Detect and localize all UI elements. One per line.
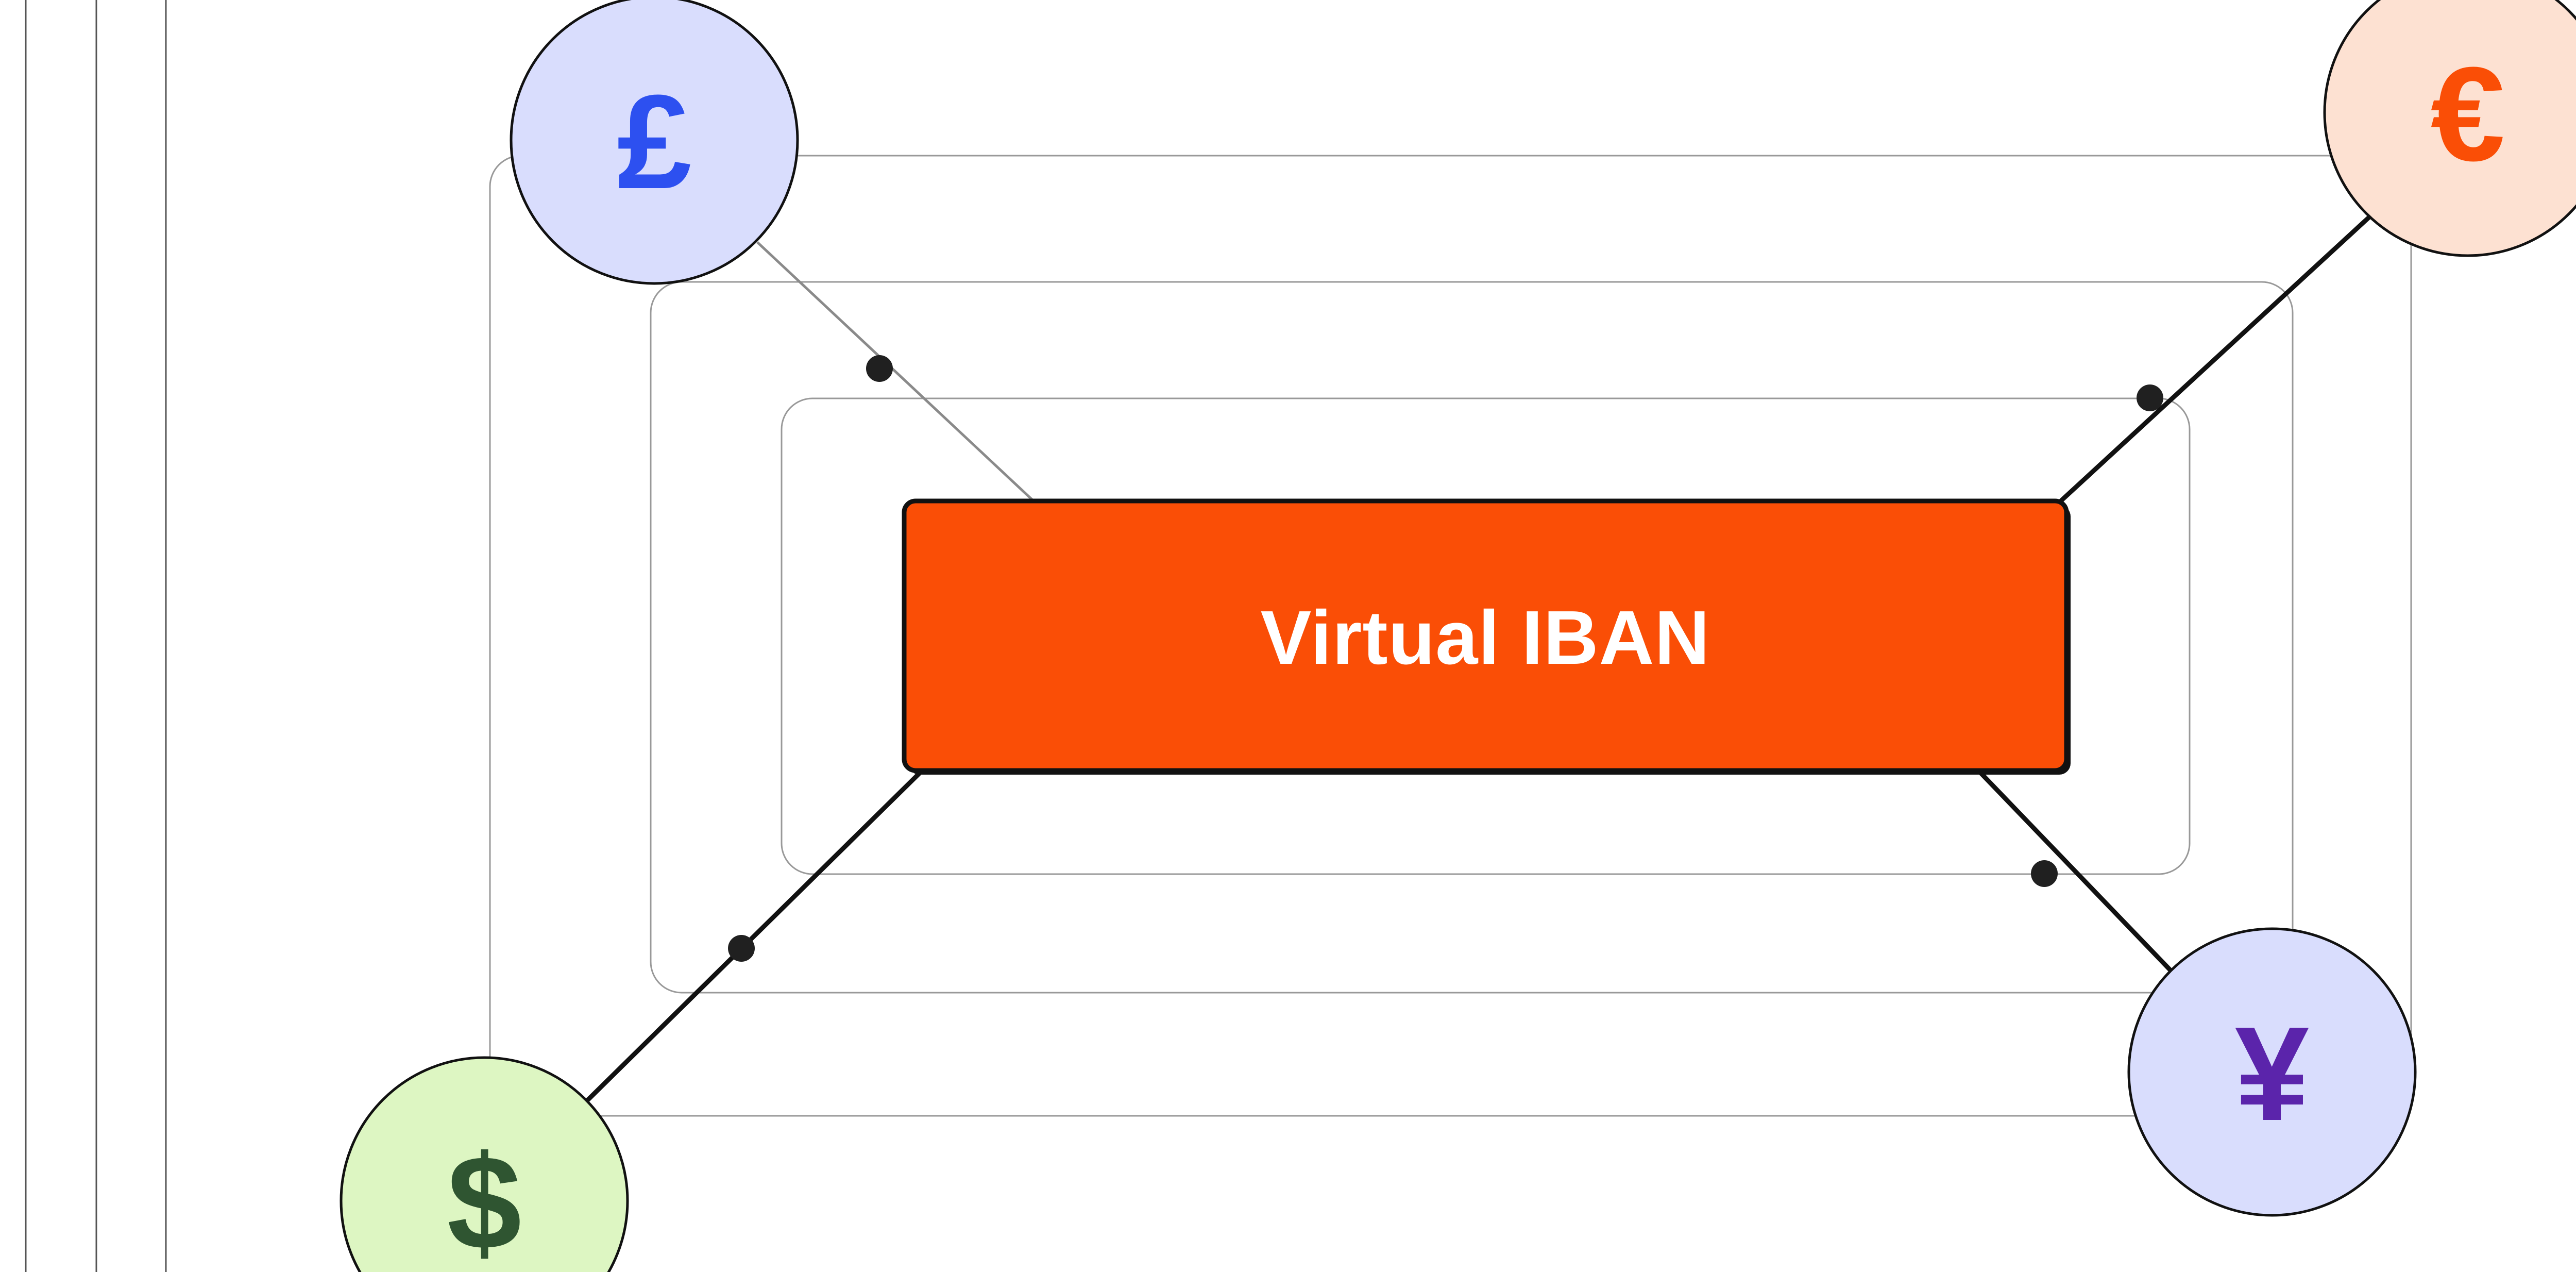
virtual-iban-label: Virtual IBAN [1261, 595, 1710, 680]
currency-node-eur[interactable]: € [2323, 0, 2576, 257]
connector-eur-to-hub [2059, 214, 2372, 503]
dot-eur [2137, 384, 2163, 411]
japanese-yen-circle[interactable] [2127, 927, 2417, 1217]
connector-lines [585, 214, 2372, 1102]
pound-sterling-symbol-icon: £ [617, 68, 692, 217]
virtual-iban-box[interactable] [902, 498, 2069, 773]
us-dollar-circle[interactable] [340, 1056, 629, 1272]
currency-nodes[interactable]: £ € $ ¥ [340, 0, 2576, 1272]
frame-outer [489, 155, 2412, 1117]
pound-sterling-circle[interactable] [510, 0, 799, 285]
dot-gbp [866, 355, 893, 382]
connector-jpy-to-hub [1976, 768, 2176, 976]
us-dollar-symbol-icon: $ [447, 1128, 522, 1272]
connector-usd-to-hub [585, 768, 924, 1102]
connector-gbp-to-hub [756, 241, 1042, 509]
currency-node-usd[interactable]: $ [340, 1056, 629, 1272]
japanese-yen-symbol-icon: ¥ [2235, 999, 2310, 1149]
currency-node-jpy[interactable]: ¥ [2127, 927, 2417, 1217]
frame-inner [781, 397, 2191, 875]
hub-node-group[interactable]: Virtual IBAN [902, 498, 2071, 775]
dot-usd [728, 935, 755, 962]
frame-middle [650, 281, 2294, 994]
currency-node-gbp[interactable]: £ [510, 0, 799, 285]
dot-jpy [2031, 860, 2058, 887]
euro-symbol-icon: € [2431, 40, 2505, 189]
background-grid [25, 0, 167, 1272]
nested-frames [489, 155, 2412, 1117]
euro-circle[interactable] [2323, 0, 2576, 257]
flow-dots [728, 355, 2163, 962]
